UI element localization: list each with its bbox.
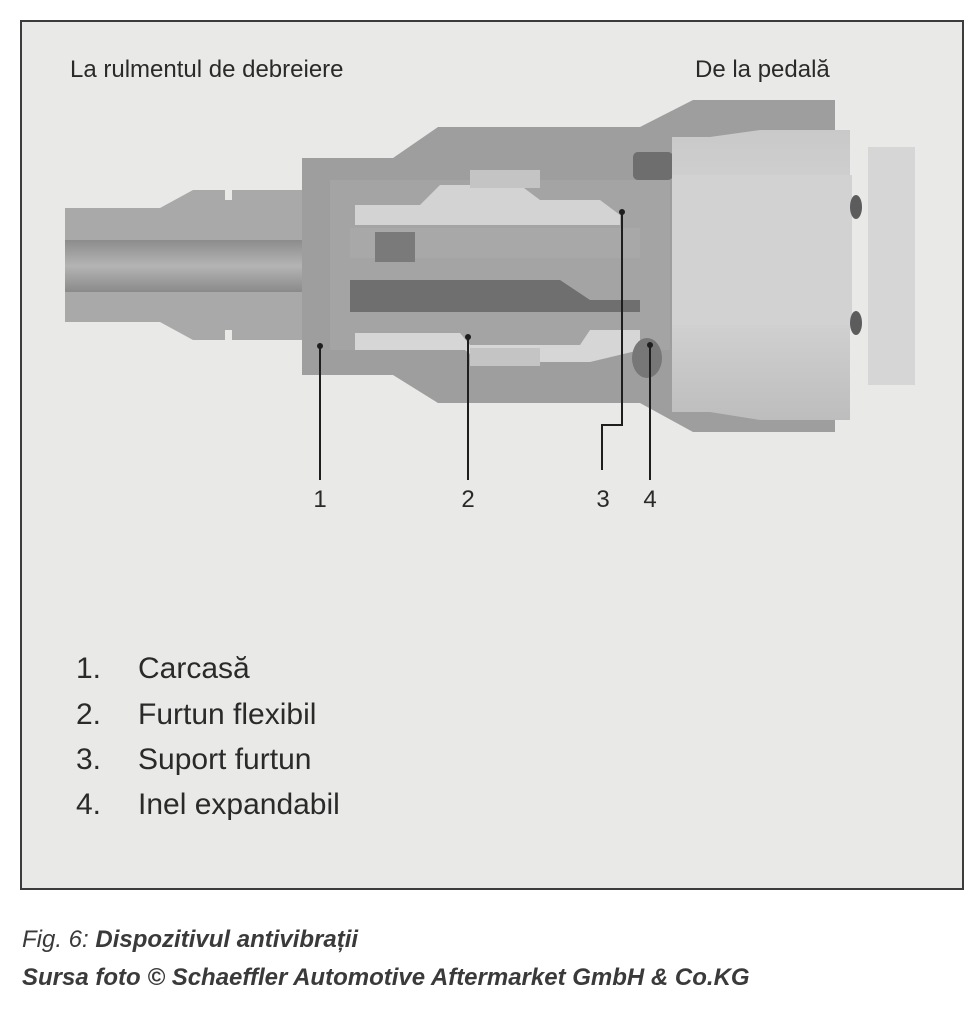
expandable-ring xyxy=(632,338,662,378)
callout-4: 4 xyxy=(643,486,657,513)
figure-title: Dispozitivul antivibrații xyxy=(95,926,359,953)
legend-text: Furtun flexibil xyxy=(138,698,317,731)
photo-source-text: Sursa foto © Schaeffler Automotive After… xyxy=(22,964,750,991)
photo-source: Sursa foto © Schaeffler Automotive After… xyxy=(22,964,750,992)
legend-text: Carcasă xyxy=(138,652,250,685)
legend-num: 3. xyxy=(76,743,102,776)
o-ring-top xyxy=(633,152,673,180)
nozzle-bore xyxy=(65,240,305,292)
figure-caption: Fig. 6: Dispozitivul antivibrații xyxy=(22,926,358,954)
legend-num: 4. xyxy=(76,788,102,821)
callout-3: 3 xyxy=(596,486,610,513)
inner-dark xyxy=(350,280,640,312)
legend-num: 2. xyxy=(76,698,102,731)
end-cap xyxy=(868,147,915,385)
label-from-pedal: De la pedală xyxy=(695,56,830,83)
leader-lines xyxy=(319,212,651,480)
callout-1: 1 xyxy=(313,486,327,513)
legend-text: Inel expandabil xyxy=(138,788,340,821)
figure-number: Fig. 6: xyxy=(22,926,89,953)
leader-3 xyxy=(601,212,623,470)
legend-text: Suport furtun xyxy=(138,743,312,776)
hose-upper xyxy=(355,185,620,225)
label-to-release-bearing: La rulmentul de debreiere xyxy=(70,56,344,83)
hose-lower xyxy=(355,330,640,362)
legend-num: 1. xyxy=(76,652,102,685)
callout-2: 2 xyxy=(461,486,475,513)
